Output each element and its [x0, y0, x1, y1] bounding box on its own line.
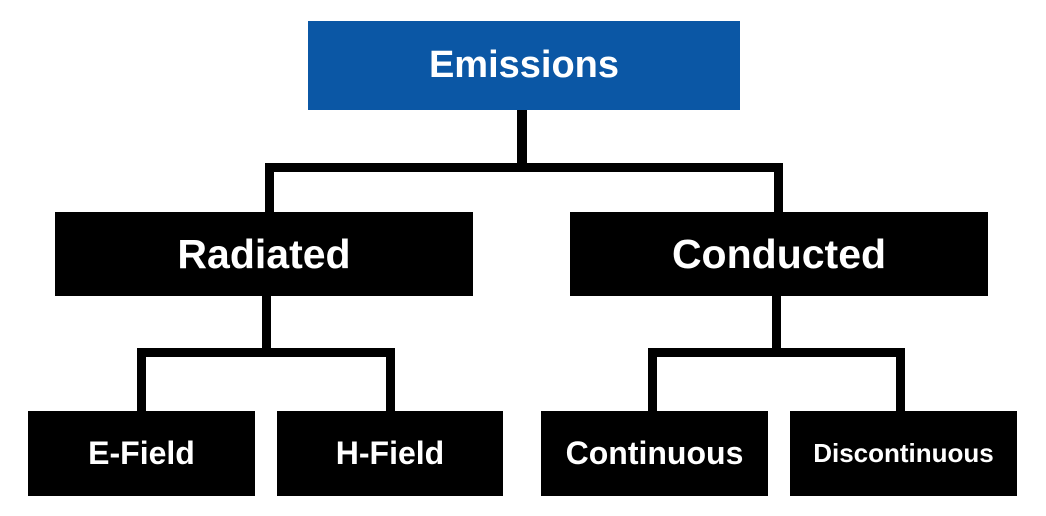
node-h-field: H-Field: [277, 411, 503, 496]
node-e-field: E-Field: [28, 411, 255, 496]
connector-root-stub: [517, 110, 527, 168]
connector-drop-h-field: [386, 348, 395, 411]
node-emissions: Emissions: [308, 21, 740, 110]
connector-conducted-stub: [772, 296, 781, 353]
node-h-field-label: H-Field: [335, 435, 445, 471]
connector-radiated-stub: [262, 296, 271, 353]
node-e-field-label: E-Field: [88, 435, 195, 471]
connector-conducted-bar: [648, 348, 905, 357]
node-radiated-label: Radiated: [177, 230, 351, 277]
node-continuous: Continuous: [541, 411, 768, 496]
connector-drop-e-field: [137, 348, 146, 411]
connector-drop-radiated: [265, 163, 274, 212]
node-radiated: Radiated: [55, 212, 473, 296]
connector-drop-discontinuous: [896, 348, 905, 411]
node-emissions-label: Emissions: [428, 44, 620, 86]
node-discontinuous: Discontinuous: [790, 411, 1017, 496]
node-conducted-label: Conducted: [671, 230, 887, 277]
connector-level1-bar: [265, 163, 783, 172]
connector-drop-conducted: [774, 163, 783, 212]
node-discontinuous-label: Discontinuous: [813, 438, 994, 468]
node-conducted: Conducted: [570, 212, 988, 296]
connector-radiated-bar: [137, 348, 395, 357]
node-continuous-label: Continuous: [565, 435, 744, 471]
connector-drop-continuous: [648, 348, 657, 411]
